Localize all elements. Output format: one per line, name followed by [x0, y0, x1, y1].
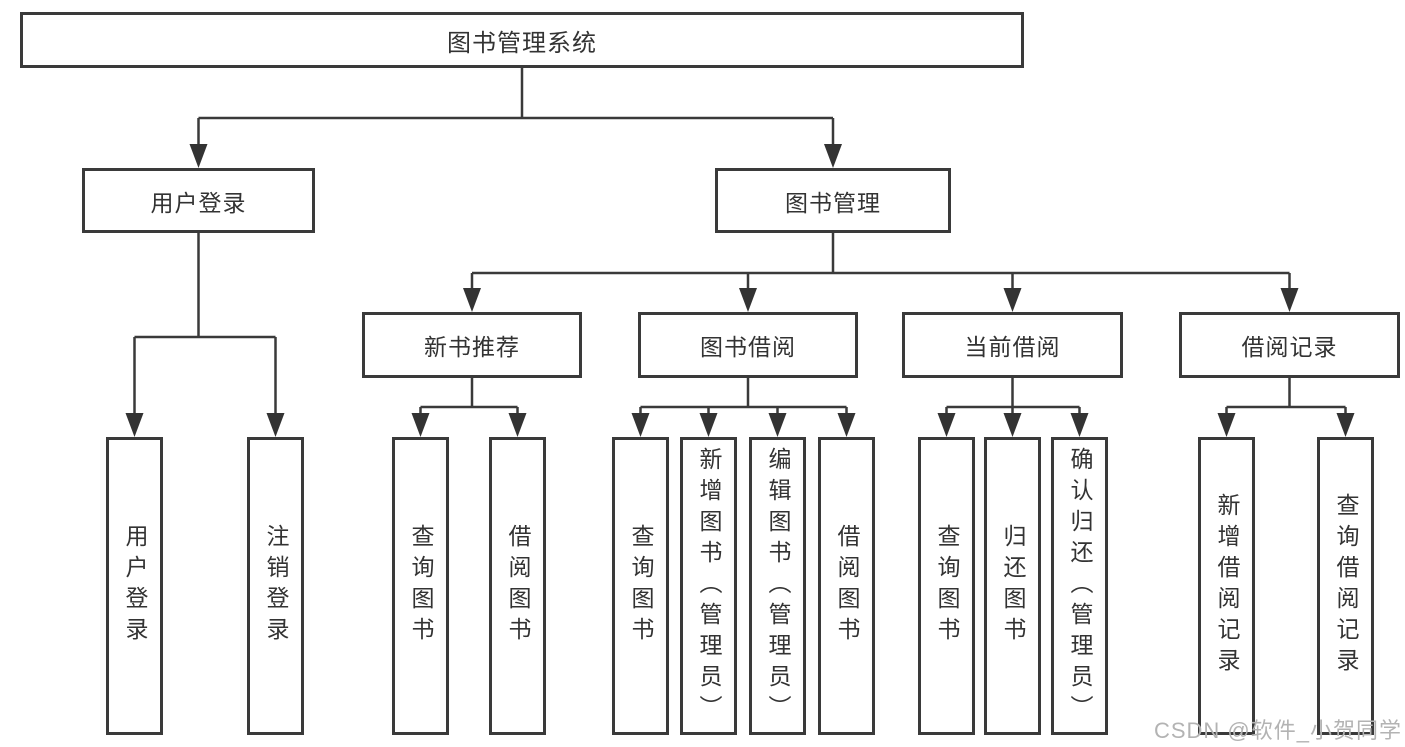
arrowhead: [411, 413, 430, 437]
leaf-label: 注销登录: [263, 524, 289, 648]
leaf-user-login: 用户登录: [106, 437, 163, 735]
node-book-borrow: 图书借阅: [638, 312, 858, 378]
connector-current-borrow-to-leaves: [945, 378, 1081, 415]
arrowhead: [463, 288, 481, 312]
arrowhead: [631, 413, 650, 437]
leaf-label: 归还图书: [1000, 524, 1026, 648]
leaf-label: 借阅图书: [834, 524, 860, 648]
leaf-query-books-borrow: 查询图书: [612, 437, 669, 735]
arrowhead: [1003, 413, 1022, 437]
arrowhead: [837, 413, 856, 437]
connector-root-to-level2: [197, 68, 835, 146]
leaf-confirm-return-admin: 确认归还（管理员）: [1051, 437, 1108, 735]
leaf-label: 新增图书（管理员）: [696, 446, 722, 726]
arrowhead: [189, 144, 208, 168]
leaf-label: 查询图书: [628, 524, 654, 648]
arrowhead: [1003, 288, 1022, 312]
connector-book-borrow-to-leaves: [639, 378, 848, 415]
arrowhead: [739, 288, 757, 312]
node-user-login: 用户登录: [82, 168, 315, 233]
leaf-borrow-books-recommend: 借阅图书: [489, 437, 546, 735]
node-book-management: 图书管理: [715, 168, 951, 233]
connector-user-login-to-leaves: [133, 233, 277, 415]
arrowhead: [1280, 288, 1299, 312]
leaf-label: 确认归还（管理员）: [1067, 446, 1093, 726]
arrowhead: [266, 413, 285, 437]
node-borrow-records: 借阅记录: [1179, 312, 1400, 378]
arrowhead: [125, 413, 144, 437]
connector-borrow-records-to-leaves: [1225, 378, 1347, 415]
arrowhead: [1070, 413, 1089, 437]
watermark-text: CSDN @软件_小贺同学: [1153, 718, 1402, 743]
leaf-borrow-books-borrow: 借阅图书: [818, 437, 875, 735]
arrowhead: [699, 413, 718, 437]
leaf-label: 编辑图书（管理员）: [765, 446, 791, 726]
leaf-label: 查询图书: [934, 524, 960, 648]
leaf-label: 查询图书: [408, 524, 434, 648]
leaf-logout: 注销登录: [247, 437, 304, 735]
node-library-management-system: 图书管理系统: [20, 12, 1024, 68]
leaf-label: 新增借阅记录: [1214, 493, 1240, 679]
leaf-label: 借阅图书: [505, 524, 531, 648]
leaf-query-books-current: 查询图书: [918, 437, 975, 735]
leaf-query-borrow-record: 查询借阅记录: [1317, 437, 1374, 735]
leaf-label: 用户登录: [122, 524, 148, 648]
arrowhead: [1217, 413, 1236, 437]
leaf-label: 查询借阅记录: [1333, 493, 1359, 679]
arrowhead: [1336, 413, 1355, 437]
leaf-edit-book-admin: 编辑图书（管理员）: [749, 437, 806, 735]
arrowhead: [824, 144, 842, 168]
leaf-query-books-recommend: 查询图书: [392, 437, 449, 735]
connector-new-book-to-leaves: [419, 378, 519, 415]
node-current-borrow: 当前借阅: [902, 312, 1123, 378]
arrowhead: [768, 413, 787, 437]
leaf-add-borrow-record: 新增借阅记录: [1198, 437, 1255, 735]
leaf-add-book-admin: 新增图书（管理员）: [680, 437, 737, 735]
node-new-book-recommend: 新书推荐: [362, 312, 582, 378]
arrowhead: [937, 413, 956, 437]
leaf-return-books: 归还图书: [984, 437, 1041, 735]
connector-book-mgmt-to-level3: [470, 233, 1291, 290]
arrowhead: [508, 413, 527, 437]
